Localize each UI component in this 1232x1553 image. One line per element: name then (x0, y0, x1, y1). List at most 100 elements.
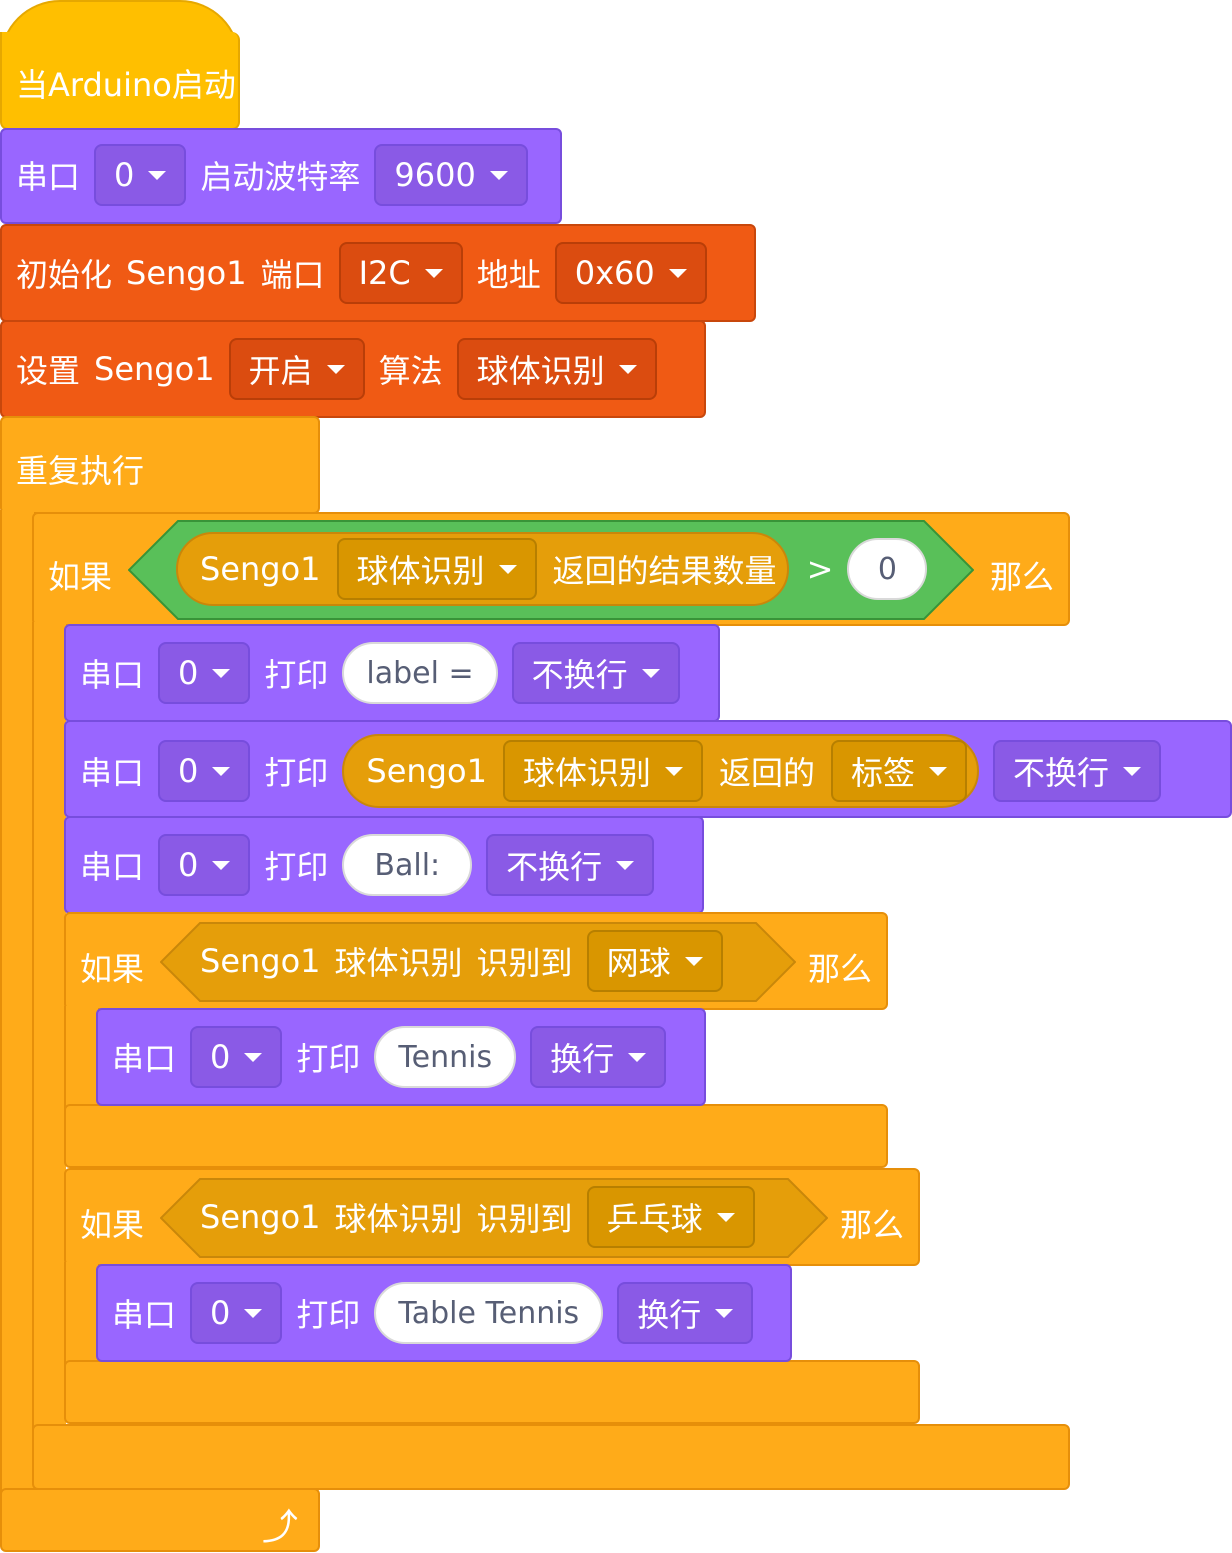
setup-state-value: 开启 (248, 352, 313, 390)
serial-label: 串口 (80, 848, 145, 886)
forever-loop-top[interactable]: 重复执行 (0, 416, 320, 514)
print3-port-value: 0 (178, 846, 199, 884)
print-label: 打印 (296, 1296, 361, 1334)
returned-label: 返回的 (718, 754, 815, 792)
init-addr-value: 0x60 (574, 254, 655, 292)
if-tennis-block[interactable]: 如果 Sengo1 球体识别 识别到 网球 那么 (64, 912, 888, 1010)
init-port-value: I2C (358, 254, 411, 292)
tennis-ball-dropdown[interactable]: 网球 (586, 930, 723, 992)
algo-label: 算法 (378, 352, 443, 390)
serial-port-dropdown[interactable]: 0 (94, 144, 187, 206)
chevron-down-icon (326, 364, 345, 374)
baud-label: 启动波特率 (200, 158, 361, 196)
chevron-down-icon (212, 668, 231, 678)
chevron-down-icon (715, 1308, 734, 1318)
print-pingpong-text: Table Tennis (398, 1295, 580, 1331)
chevron-down-icon (489, 170, 508, 180)
print-tennis-text-input[interactable]: Tennis (374, 1026, 517, 1088)
print-pingpong-port-value: 0 (210, 1294, 231, 1332)
forever-loop-arm (0, 510, 34, 1494)
pingpong-algo: 球体识别 (334, 1200, 463, 1238)
pingpong-device: Sengo1 (200, 1198, 321, 1236)
init-sengo-block[interactable]: 初始化 Sengo1 端口 I2C 地址 0x60 (0, 224, 756, 322)
tennis-detected-label: 识别到 (476, 944, 573, 982)
print-label-block[interactable]: 串口 0 打印 label = 不换行 (64, 624, 720, 722)
result-count-reporter[interactable]: Sengo1 球体识别 返回的结果数量 (176, 532, 789, 606)
label-field-dropdown[interactable]: 标签 (830, 740, 967, 802)
print1-port-dropdown[interactable]: 0 (158, 642, 251, 704)
result-count-label: 返回的结果数量 (552, 552, 777, 590)
if-label: 如果 (80, 1206, 145, 1244)
print-tennis-port-dropdown[interactable]: 0 (190, 1026, 283, 1088)
compare-value-input[interactable]: 0 (847, 538, 928, 600)
init-port-dropdown[interactable]: I2C (338, 242, 463, 304)
print1-mode-dropdown[interactable]: 不换行 (511, 642, 680, 704)
pingpong-ball-dropdown[interactable]: 乒乓球 (586, 1186, 755, 1248)
setup-algo-dropdown[interactable]: 球体识别 (456, 338, 657, 400)
print1-text-input[interactable]: label = (342, 642, 498, 704)
serial-label: 串口 (16, 158, 81, 196)
reporter-device: Sengo1 (200, 550, 321, 588)
chevron-down-icon (244, 1052, 263, 1062)
print-label: 打印 (296, 1040, 361, 1078)
addr-label: 地址 (476, 256, 541, 294)
if-pingpong-block[interactable]: 如果 Sengo1 球体识别 识别到 乒乓球 那么 (64, 1168, 920, 1266)
chevron-down-icon (1122, 766, 1141, 776)
reporter-algo-dropdown[interactable]: 球体识别 (336, 538, 537, 600)
setup-state-dropdown[interactable]: 开启 (228, 338, 365, 400)
if-pingpong-arm (64, 1262, 98, 1366)
then-label: 那么 (808, 950, 873, 988)
print-pingpong-block[interactable]: 串口 0 打印 Table Tennis 换行 (96, 1264, 792, 1362)
serial-label: 串口 (112, 1296, 177, 1334)
print3-port-dropdown[interactable]: 0 (158, 834, 251, 896)
serial-begin-block[interactable]: 串口 0 启动波特率 9600 (0, 128, 562, 224)
print3-mode-dropdown[interactable]: 不换行 (486, 834, 655, 896)
label-reporter-algo-dropdown[interactable]: 球体识别 (502, 740, 703, 802)
tennis-device: Sengo1 (200, 942, 321, 980)
forever-loop-bottom[interactable] (0, 1488, 320, 1552)
loop-arrow-icon: ⤴ (262, 1507, 299, 1548)
baud-dropdown[interactable]: 9600 (374, 144, 528, 206)
print2-port-dropdown[interactable]: 0 (158, 740, 251, 802)
label-field-value: 标签 (850, 754, 915, 792)
then-label: 那么 (990, 558, 1055, 596)
print3-text-input[interactable]: Ball: (342, 834, 473, 896)
print-pingpong-mode-dropdown[interactable]: 换行 (617, 1282, 754, 1344)
serial-label: 串口 (80, 754, 145, 792)
if-count-bottom (32, 1424, 1070, 1490)
print-pingpong-mode-value: 换行 (637, 1296, 702, 1334)
chevron-down-icon (212, 766, 231, 776)
print-tennis-block[interactable]: 串口 0 打印 Tennis 换行 (96, 1008, 706, 1106)
print-ball-block[interactable]: 串口 0 打印 Ball: 不换行 (64, 816, 704, 914)
label-reporter[interactable]: Sengo1 球体识别 返回的 标签 (342, 734, 979, 808)
print-pingpong-text-input[interactable]: Table Tennis (374, 1282, 604, 1344)
if-count-block[interactable]: 如果 Sengo1 球体识别 返回的结果数量 > 0 那么 (32, 512, 1070, 626)
if-tennis-arm (64, 1006, 98, 1110)
compare-value: 0 (877, 551, 897, 587)
chevron-down-icon (244, 1308, 263, 1318)
setup-label: 设置 (16, 352, 81, 390)
chevron-down-icon (628, 1052, 647, 1062)
print-pingpong-port-dropdown[interactable]: 0 (190, 1282, 283, 1344)
print-reporter-block[interactable]: 串口 0 打印 Sengo1 球体识别 返回的 标签 不换行 (64, 720, 1232, 818)
setup-algo-value: 球体识别 (476, 352, 605, 390)
reporter-algo-value: 球体识别 (356, 552, 485, 590)
set-algorithm-block[interactable]: 设置 Sengo1 开启 算法 球体识别 (0, 320, 706, 418)
if-label: 如果 (48, 558, 113, 596)
loop-label: 重复执行 (16, 452, 145, 490)
chevron-down-icon (616, 860, 635, 870)
print-tennis-text: Tennis (398, 1039, 493, 1075)
print-tennis-mode-dropdown[interactable]: 换行 (530, 1026, 667, 1088)
when-arduino-starts-block[interactable]: 当Arduino启动 (0, 32, 240, 130)
chevron-down-icon (684, 956, 703, 966)
print2-port-value: 0 (178, 752, 199, 790)
print1-text: label = (366, 655, 474, 691)
if-tennis-bottom (64, 1104, 888, 1168)
init-addr-dropdown[interactable]: 0x60 (554, 242, 707, 304)
print2-mode-value: 不换行 (1012, 754, 1109, 792)
print2-mode-dropdown[interactable]: 不换行 (992, 740, 1161, 802)
tennis-ball-value: 网球 (606, 944, 671, 982)
chevron-down-icon (618, 364, 637, 374)
print3-text: Ball: (374, 847, 441, 883)
serial-label: 串口 (112, 1040, 177, 1078)
